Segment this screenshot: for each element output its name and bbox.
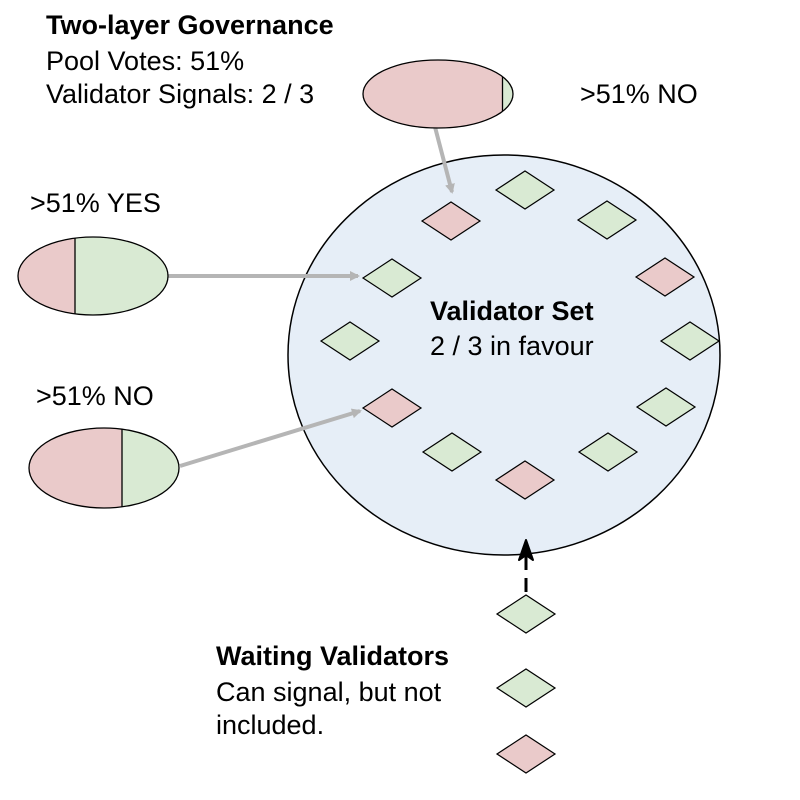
validator-no-diamond	[634, 257, 696, 297]
validator-no-diamond	[420, 201, 482, 241]
pool-votes-text: Pool Votes: 51%	[46, 46, 245, 76]
validator-set-subtitle: 2 / 3 in favour	[430, 331, 594, 361]
validator-no-diamond	[494, 460, 556, 500]
validator-yes-diamond	[494, 170, 556, 210]
waiting-validator-diamonds	[495, 594, 557, 774]
pool-yes-ellipse	[17, 236, 169, 316]
validator-yes-diamond	[495, 594, 557, 634]
waiting-validators-title: Waiting Validators	[216, 641, 450, 671]
pool-no-ellipse	[28, 427, 180, 509]
validator-no-diamond	[495, 734, 557, 774]
yes-pool-label: >51% YES	[30, 188, 161, 218]
validator-yes-diamond	[319, 321, 381, 361]
validator-yes-diamond	[495, 668, 557, 708]
pool-no-share	[18, 237, 75, 315]
validator-yes-diamond	[576, 200, 638, 240]
validator-no-diamond	[361, 388, 423, 428]
pool-yes-share	[502, 60, 513, 128]
pool-yes-share	[75, 237, 168, 315]
waiting-validators-desc-line2: included.	[216, 710, 325, 740]
pool-no-share	[363, 60, 503, 128]
validator-yes-diamond	[361, 258, 423, 298]
no-pool-label: >51% NO	[36, 381, 154, 411]
validator-set-title: Validator Set	[430, 296, 594, 326]
arrow-waiting-head	[518, 539, 534, 561]
diagram-title: Two-layer Governance	[46, 10, 334, 40]
validator-yes-diamond	[577, 432, 639, 472]
top-pool-label: >51% NO	[580, 79, 698, 109]
validator-yes-diamond	[659, 321, 721, 361]
validator-signals-text: Validator Signals: 2 / 3	[46, 79, 315, 109]
waiting-validators-desc-line1: Can signal, but not	[216, 677, 442, 707]
validator-set-diamonds	[319, 170, 721, 500]
pool-top-ellipse	[362, 59, 514, 129]
pool-no-share	[29, 428, 122, 508]
validator-yes-diamond	[635, 387, 697, 427]
arrow-no-pool	[179, 408, 362, 468]
pool-yes-share	[122, 428, 179, 508]
arrow-top-pool	[433, 126, 455, 194]
validator-yes-diamond	[421, 432, 483, 472]
